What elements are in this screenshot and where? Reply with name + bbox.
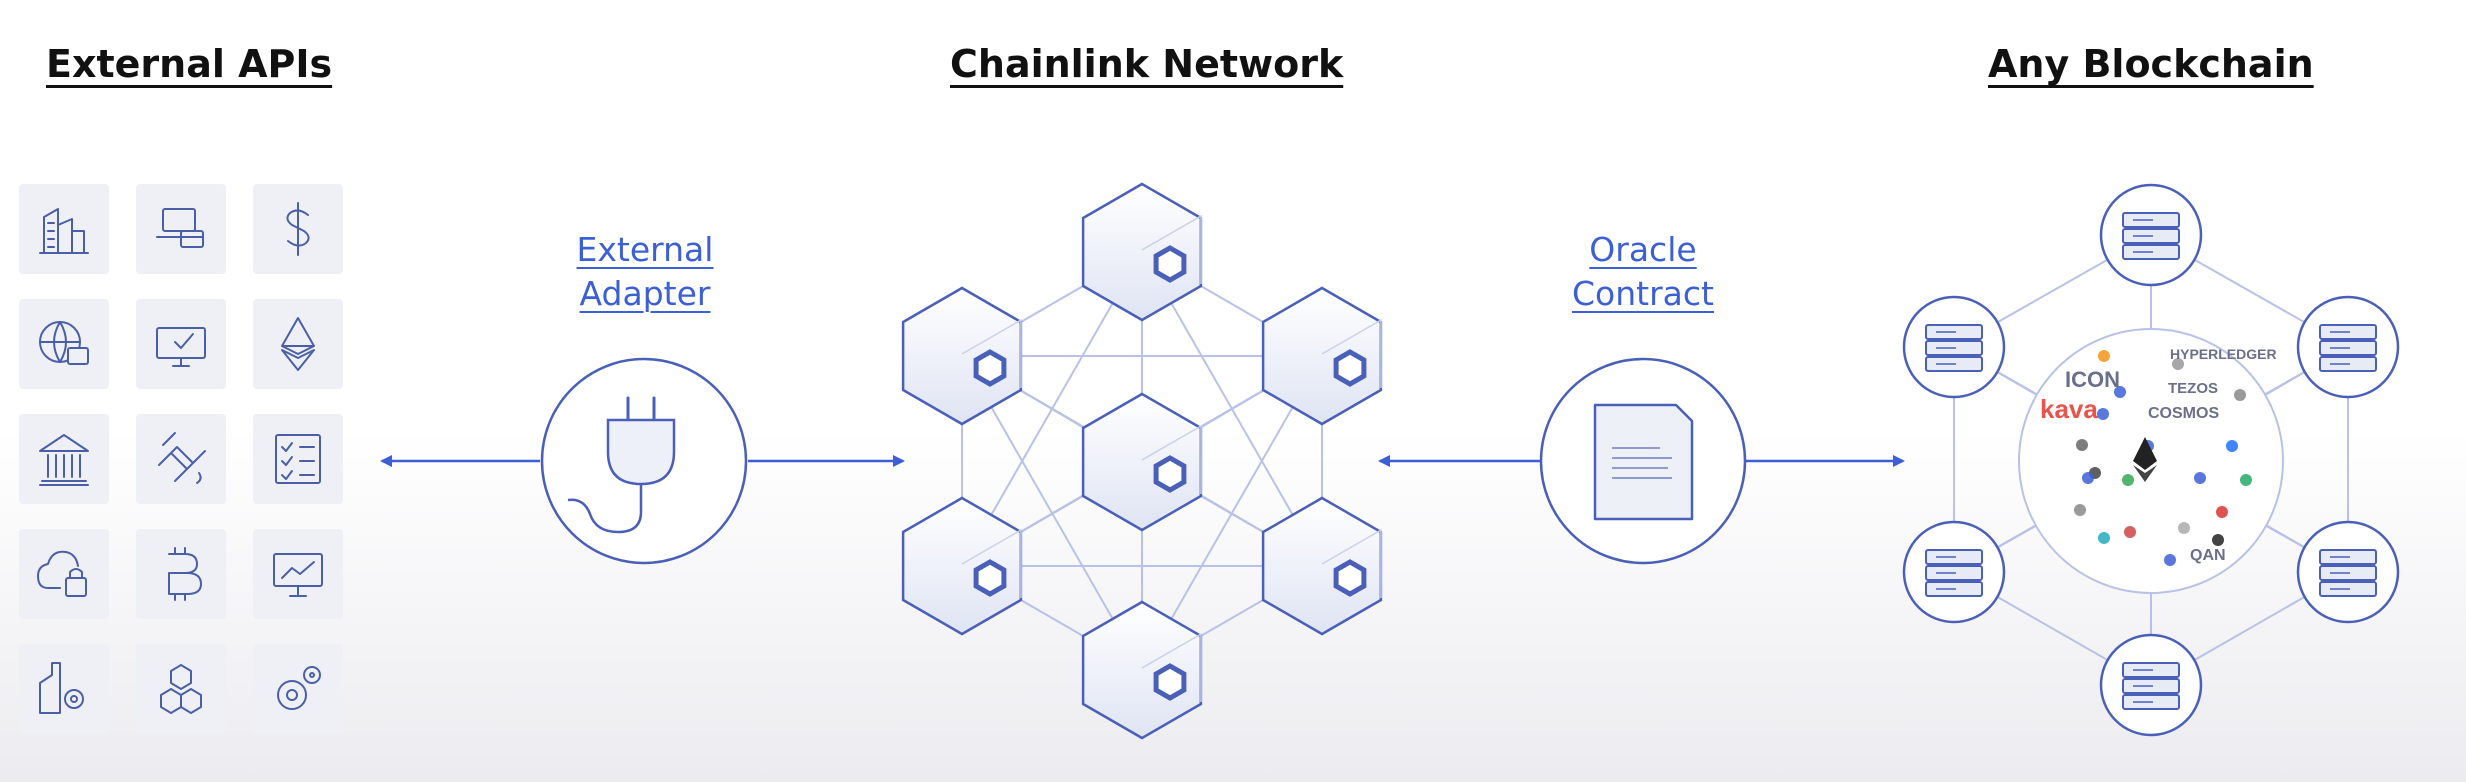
external-adapter-label-line1: External — [576, 230, 714, 269]
oracle-contract-label-line1: Oracle — [1589, 230, 1697, 269]
server-icon — [1902, 520, 2006, 624]
chainlink-node — [1081, 182, 1203, 322]
external-apis-heading: External APIs — [46, 42, 333, 86]
ethereum-icon — [281, 317, 315, 371]
monitor-check-icon — [156, 327, 206, 367]
plug-icon — [540, 357, 748, 565]
satellite-icon — [158, 432, 206, 484]
buildings-icon — [39, 208, 89, 254]
oracle-contract-label[interactable]: Oracle Contract — [1543, 228, 1743, 316]
api-tile — [136, 529, 226, 619]
cubes-icon — [160, 664, 202, 714]
api-tile — [136, 644, 226, 734]
api-tile — [253, 644, 343, 734]
server-icon — [2296, 295, 2400, 399]
chainlink-logo-icon — [1153, 455, 1187, 493]
oracle-contract-label-line2: Contract — [1572, 274, 1714, 313]
factory-gear-icon — [39, 662, 84, 714]
chainlink-node — [1261, 286, 1383, 426]
dollar-icon — [286, 202, 310, 256]
chainlink-logo-icon — [973, 559, 1007, 597]
external-api-grid — [19, 184, 343, 734]
server-icon — [1902, 295, 2006, 399]
chainlink-logo-icon — [1333, 349, 1367, 387]
api-tile — [136, 184, 226, 274]
api-tile — [253, 414, 343, 504]
server-icon — [2296, 520, 2400, 624]
cloud-lock-icon — [37, 550, 87, 597]
api-tile — [253, 184, 343, 274]
server-icon — [2099, 183, 2203, 287]
api-tile — [136, 299, 226, 389]
laptop-card-icon — [156, 208, 204, 248]
chainlink-logo-icon — [1333, 559, 1367, 597]
blockchain-logo-text: kava — [2040, 394, 2098, 424]
any-blockchain-heading: Any Blockchain — [1988, 42, 2314, 86]
api-tile — [19, 184, 109, 274]
gears-icon — [277, 666, 321, 710]
api-tile — [19, 299, 109, 389]
chainlink-node — [901, 496, 1023, 636]
monitor-chart-icon — [273, 553, 323, 597]
chainlink-node — [901, 286, 1023, 426]
blockchain-logo-text: COSMOS — [2148, 405, 2219, 422]
api-tile — [253, 299, 343, 389]
external-adapter-label-line2: Adapter — [579, 274, 711, 313]
ethereum-logo-icon — [2133, 437, 2157, 470]
chainlink-node — [1261, 496, 1383, 636]
blockchain-logo-text: HYPERLEDGER — [2170, 346, 2277, 362]
bank-icon — [39, 434, 89, 486]
blockchain-logo-text: TEZOS — [2168, 380, 2218, 397]
chainlink-network-heading: Chainlink Network — [950, 42, 1344, 86]
external-adapter-label[interactable]: External Adapter — [545, 228, 745, 316]
api-tile — [136, 414, 226, 504]
chainlink-node — [1081, 392, 1203, 532]
chainlink-logo-icon — [973, 349, 1007, 387]
chainlink-node — [1081, 600, 1203, 740]
api-tile — [19, 529, 109, 619]
globe-wallet-icon — [39, 321, 89, 365]
blockchain-logo-text: QAN — [2190, 547, 2226, 564]
api-tile — [19, 644, 109, 734]
document-icon — [1539, 357, 1747, 565]
server-icon — [2099, 633, 2203, 737]
api-tile — [253, 529, 343, 619]
chainlink-logo-icon — [1153, 663, 1187, 701]
blockchain-logo-marks — [2074, 350, 2252, 566]
api-tile — [19, 414, 109, 504]
chainlink-node-network — [901, 182, 1383, 740]
bitcoin-icon — [168, 547, 202, 601]
checklist-icon — [275, 434, 321, 484]
blockchain-logo-text: ICON — [2065, 367, 2120, 392]
chainlink-logo-icon — [1153, 245, 1187, 283]
